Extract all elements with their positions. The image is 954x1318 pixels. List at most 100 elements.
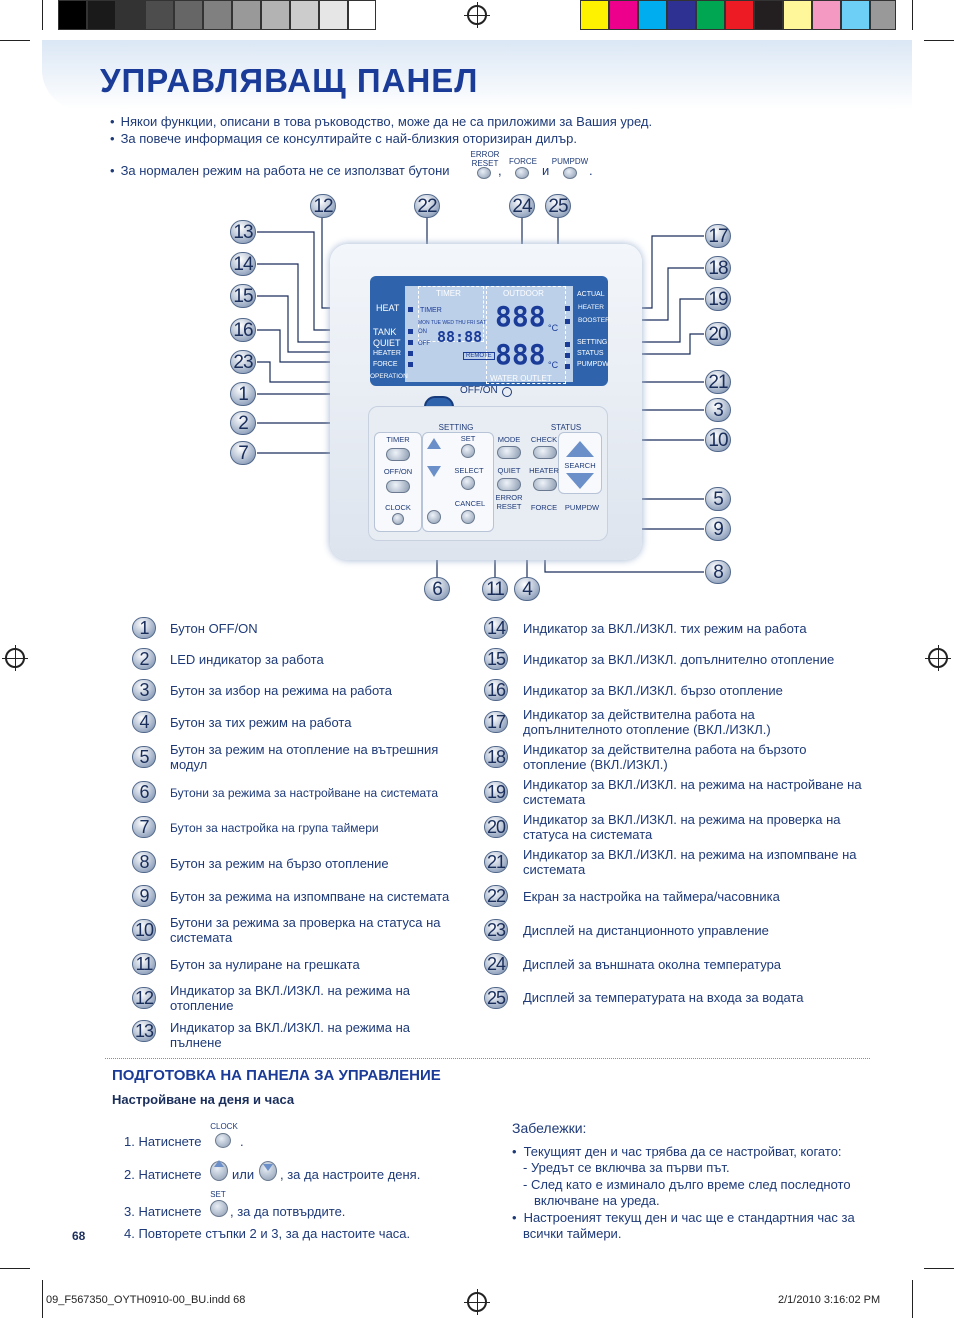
keypad-cancel-label: CANCEL <box>454 499 486 508</box>
status-up-arrow-icon <box>566 441 594 457</box>
quiet-button-icon <box>497 478 521 491</box>
lcd-water-unit: °C <box>548 360 559 370</box>
page-title: УПРАВЛЯВАЩ ПАНЕЛ <box>100 62 479 99</box>
note-item: •Някои функции, описани в това ръководст… <box>110 114 653 129</box>
legend-text: Индикатор за ВКЛ./ИЗКЛ. на режима на ото… <box>170 983 410 1013</box>
legend-number: 16 <box>484 679 508 701</box>
lcd-clock-digits: 88:88 <box>437 328 483 346</box>
step-2: 2. Натиснете <box>124 1167 202 1182</box>
legend-number: 18 <box>484 746 508 768</box>
legend-number: 20 <box>484 816 508 838</box>
callout-badge: 23 <box>230 350 256 374</box>
callout-badge: 13 <box>230 220 256 244</box>
legend-number: 4 <box>132 711 156 733</box>
keypad-offon-label: OFF/ON <box>383 467 413 476</box>
lcd-water-digits: 888 <box>495 338 546 371</box>
up-arrow-icon <box>214 1160 224 1167</box>
set-label: SET <box>210 1190 226 1199</box>
legend-number: 5 <box>132 746 156 768</box>
notes-subitem: - Уредът се включва за първи път. <box>523 1160 730 1175</box>
lcd-off-label: OFF <box>418 341 430 347</box>
lcd-days-label: MON TUE WED THU FRI SAT SUN <box>418 320 486 326</box>
legend-text: Бутон за нулиране на грешката <box>170 957 360 972</box>
lcd-remote-label: REMOTE <box>463 352 495 360</box>
notes-item-continued: всички таймери. <box>523 1226 622 1241</box>
legend-text: Дисплей за температурата на входа за вод… <box>523 990 804 1005</box>
note-item: •За нормален режим на работа не се изпол… <box>110 163 450 178</box>
legend-number: 21 <box>484 851 508 873</box>
note-item: •За повече информация се консултирайте с… <box>110 131 578 146</box>
legend-text: Индикатор за ВКЛ./ИЗКЛ. бързо отопление <box>523 683 783 698</box>
callout-badge: 19 <box>705 287 731 311</box>
keypad-status-label: STATUS <box>550 423 582 432</box>
callout-badge: 18 <box>705 256 731 280</box>
lcd-status-label: STATUS <box>577 350 604 357</box>
callout-badge: 2 <box>230 411 256 435</box>
lcd-water-outlet-label: WATER OUTLET <box>490 374 552 383</box>
notes-item: •Текущият ден и час трябва да се настрой… <box>512 1144 842 1159</box>
legend-text: Индикатор за ВКЛ./ИЗКЛ. допълнително ото… <box>523 652 835 667</box>
setting-small-button-icon <box>427 510 441 524</box>
legend-text: Бутони за режима за проверка на статуса … <box>170 915 441 945</box>
callout-badge: 24 <box>509 194 535 218</box>
keypad-error-reset-label: ERROR RESET <box>495 493 523 511</box>
check-button-icon <box>533 446 557 459</box>
error-reset-label: ERROR RESET <box>470 150 500 168</box>
header-band <box>42 40 912 110</box>
callout-badge: 1 <box>230 382 256 406</box>
timer-zone <box>418 286 484 342</box>
callout-badge: 11 <box>482 577 508 601</box>
keypad-set-label: SET <box>460 434 476 443</box>
callout-badge: 17 <box>705 224 731 248</box>
lcd-outdoor-digits: 888 <box>495 300 546 333</box>
lcd-setting-label: SETTING <box>577 339 608 346</box>
legend-number: 13 <box>132 1020 156 1042</box>
legend-text: Бутони за режима за настройване на систе… <box>170 786 438 800</box>
legend-number: 10 <box>132 919 156 941</box>
legend-number: 11 <box>132 953 156 975</box>
clock-button-icon <box>392 513 404 525</box>
callout-badge: 8 <box>705 560 731 584</box>
error-reset-button-icon <box>477 167 491 179</box>
legend-text: Индикатор за ВКЛ./ИЗКЛ. на режима на пъл… <box>170 1020 410 1050</box>
registration-mark-icon <box>464 1289 490 1315</box>
footer-date: 2/1/2010 3:16:02 PM <box>778 1294 881 1306</box>
keypad-timer-label: TIMER <box>386 435 410 444</box>
lcd-operation-label: OPERATION <box>370 373 408 380</box>
lcd-outdoor-unit: °C <box>548 323 559 333</box>
force-button-icon <box>515 167 529 179</box>
legend-number: 15 <box>484 648 508 670</box>
page-number: 68 <box>72 1229 86 1243</box>
legend-text: Индикатор за ВКЛ./ИЗКЛ. на режима на изп… <box>523 847 857 877</box>
lcd-pumpdw-label: PUMPDW <box>577 361 609 368</box>
legend-number: 19 <box>484 781 508 803</box>
lcd-outdoor-label: OUTDOOR <box>503 289 544 298</box>
callout-badge: 7 <box>230 441 256 465</box>
callout-badge: 6 <box>424 577 450 601</box>
notes-title: Забележки: <box>512 1120 587 1136</box>
lcd-heater-label: HEATER <box>373 350 401 357</box>
outdoor-zone <box>486 286 566 384</box>
section-divider <box>105 1058 870 1059</box>
callout-badge: 12 <box>310 194 336 218</box>
pumpdw-button-icon <box>563 167 577 179</box>
legend-number: 6 <box>132 781 156 803</box>
section-subheading: Настройване на деня и часа <box>112 1092 295 1107</box>
legend-text: Индикатор за действителна работа на бърз… <box>523 742 807 772</box>
heater-button-icon <box>533 478 557 491</box>
legend-number: 1 <box>132 617 156 639</box>
select-button-icon <box>461 476 475 490</box>
callout-badge: 14 <box>230 252 256 276</box>
keypad-pumpdw-label: PUMPDW <box>564 503 600 512</box>
callout-badge: 20 <box>705 322 731 346</box>
set-button-icon <box>210 1200 228 1217</box>
notes-subitem: - След като е изминало дълго време след … <box>523 1177 851 1192</box>
lcd-on-label: ON <box>418 329 427 335</box>
up-arrow-icon <box>427 438 441 449</box>
callout-badge: 21 <box>705 370 731 394</box>
legend-text: Индикатор за действителна работа на допъ… <box>523 707 771 737</box>
keypad-clock-label: CLOCK <box>385 503 411 512</box>
legend-number: 9 <box>132 885 156 907</box>
legend-number: 24 <box>484 953 508 975</box>
legend-text: LED индикатор за работа <box>170 652 324 667</box>
